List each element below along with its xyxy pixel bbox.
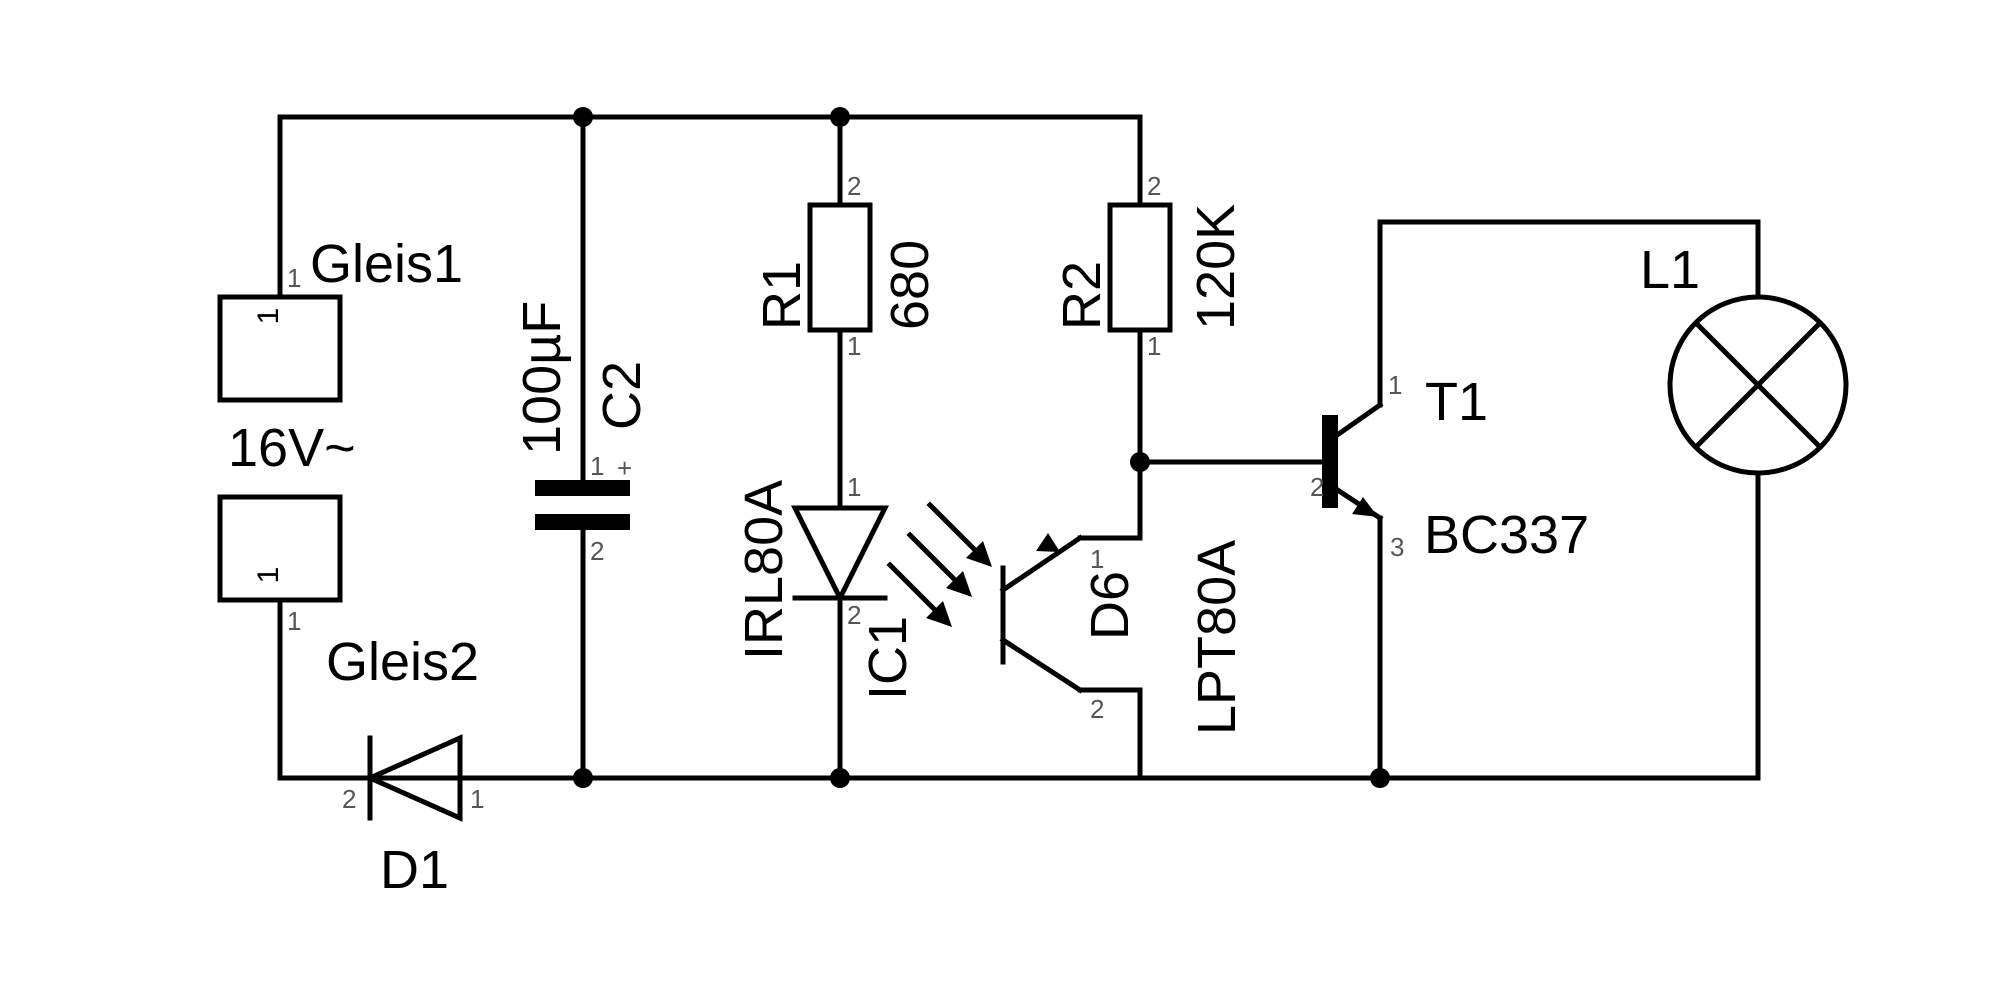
t1-pin-collector: 1: [1388, 370, 1402, 400]
c2-plus: +: [617, 453, 632, 483]
d6-pin-emitter: 2: [1090, 694, 1104, 724]
t1-pin-emitter: 3: [1390, 532, 1404, 562]
light-arrows: [886, 501, 992, 627]
d6-pin-collector: 1: [1090, 544, 1104, 574]
r2-pin-bottom: 1: [1147, 331, 1161, 361]
t1-pin-base: 2: [1310, 472, 1324, 502]
r2-value: 120K: [1186, 204, 1246, 330]
l1-label: L1: [1640, 240, 1700, 300]
diode-d1: 2 1 D1: [342, 734, 484, 900]
d6-type: LPT80A: [1187, 540, 1247, 735]
ic1-type: IRL80A: [734, 480, 794, 660]
ic1-pin-bottom: 2: [847, 600, 861, 630]
gleis2-pin: 1: [287, 606, 301, 636]
wires: [277, 114, 1761, 781]
c2-pin-bottom: 2: [590, 536, 604, 566]
gleis1-pin: 1: [287, 263, 301, 293]
d1-label: D1: [380, 840, 449, 900]
ir-led-ic1: 1 2 IRL80A IC1: [734, 472, 918, 700]
gleis2-label: Gleis2: [326, 632, 479, 692]
gleis1-label: Gleis1: [310, 234, 463, 294]
d6-label: D6: [1080, 571, 1140, 640]
phototransistor-d6: 1 2 D6 LPT80A: [999, 533, 1247, 735]
capacitor-c2: 1 + 2 100µF C2: [512, 301, 652, 566]
r1-label: R1: [752, 261, 812, 330]
connector-gleis2: 1 1 Gleis2: [217, 494, 479, 692]
connector-gleis1: 1 1 Gleis1: [217, 234, 463, 403]
d1-pin-left: 2: [342, 784, 356, 814]
supply-label: 16V~: [228, 418, 356, 478]
t1-type: BC337: [1424, 505, 1589, 565]
r2-pin-top: 2: [1147, 171, 1161, 201]
junction-dots: [573, 107, 1390, 788]
d1-pin-right: 1: [470, 784, 484, 814]
c2-label: C2: [592, 361, 652, 430]
gleis2-symbol: 1: [252, 567, 285, 584]
c2-value: 100µF: [512, 301, 572, 455]
r1-pin-bottom: 1: [847, 331, 861, 361]
ic1-pin-top: 1: [847, 472, 861, 502]
lamp-l1: L1: [1640, 240, 1849, 476]
gleis1-symbol: 1: [252, 308, 285, 325]
r2-label: R2: [1052, 261, 1112, 330]
c2-pin-top: 1: [590, 451, 604, 481]
transistor-t1: 1 2 3 T1 BC337: [1310, 370, 1589, 565]
resistor-r1: 2 1 R1 680: [752, 171, 940, 361]
t1-label: T1: [1425, 372, 1488, 432]
resistor-r2: 2 1 R2 120K: [1052, 171, 1246, 361]
ic1-label: IC1: [858, 616, 918, 700]
r1-value: 680: [880, 240, 940, 330]
r1-pin-top: 2: [847, 171, 861, 201]
